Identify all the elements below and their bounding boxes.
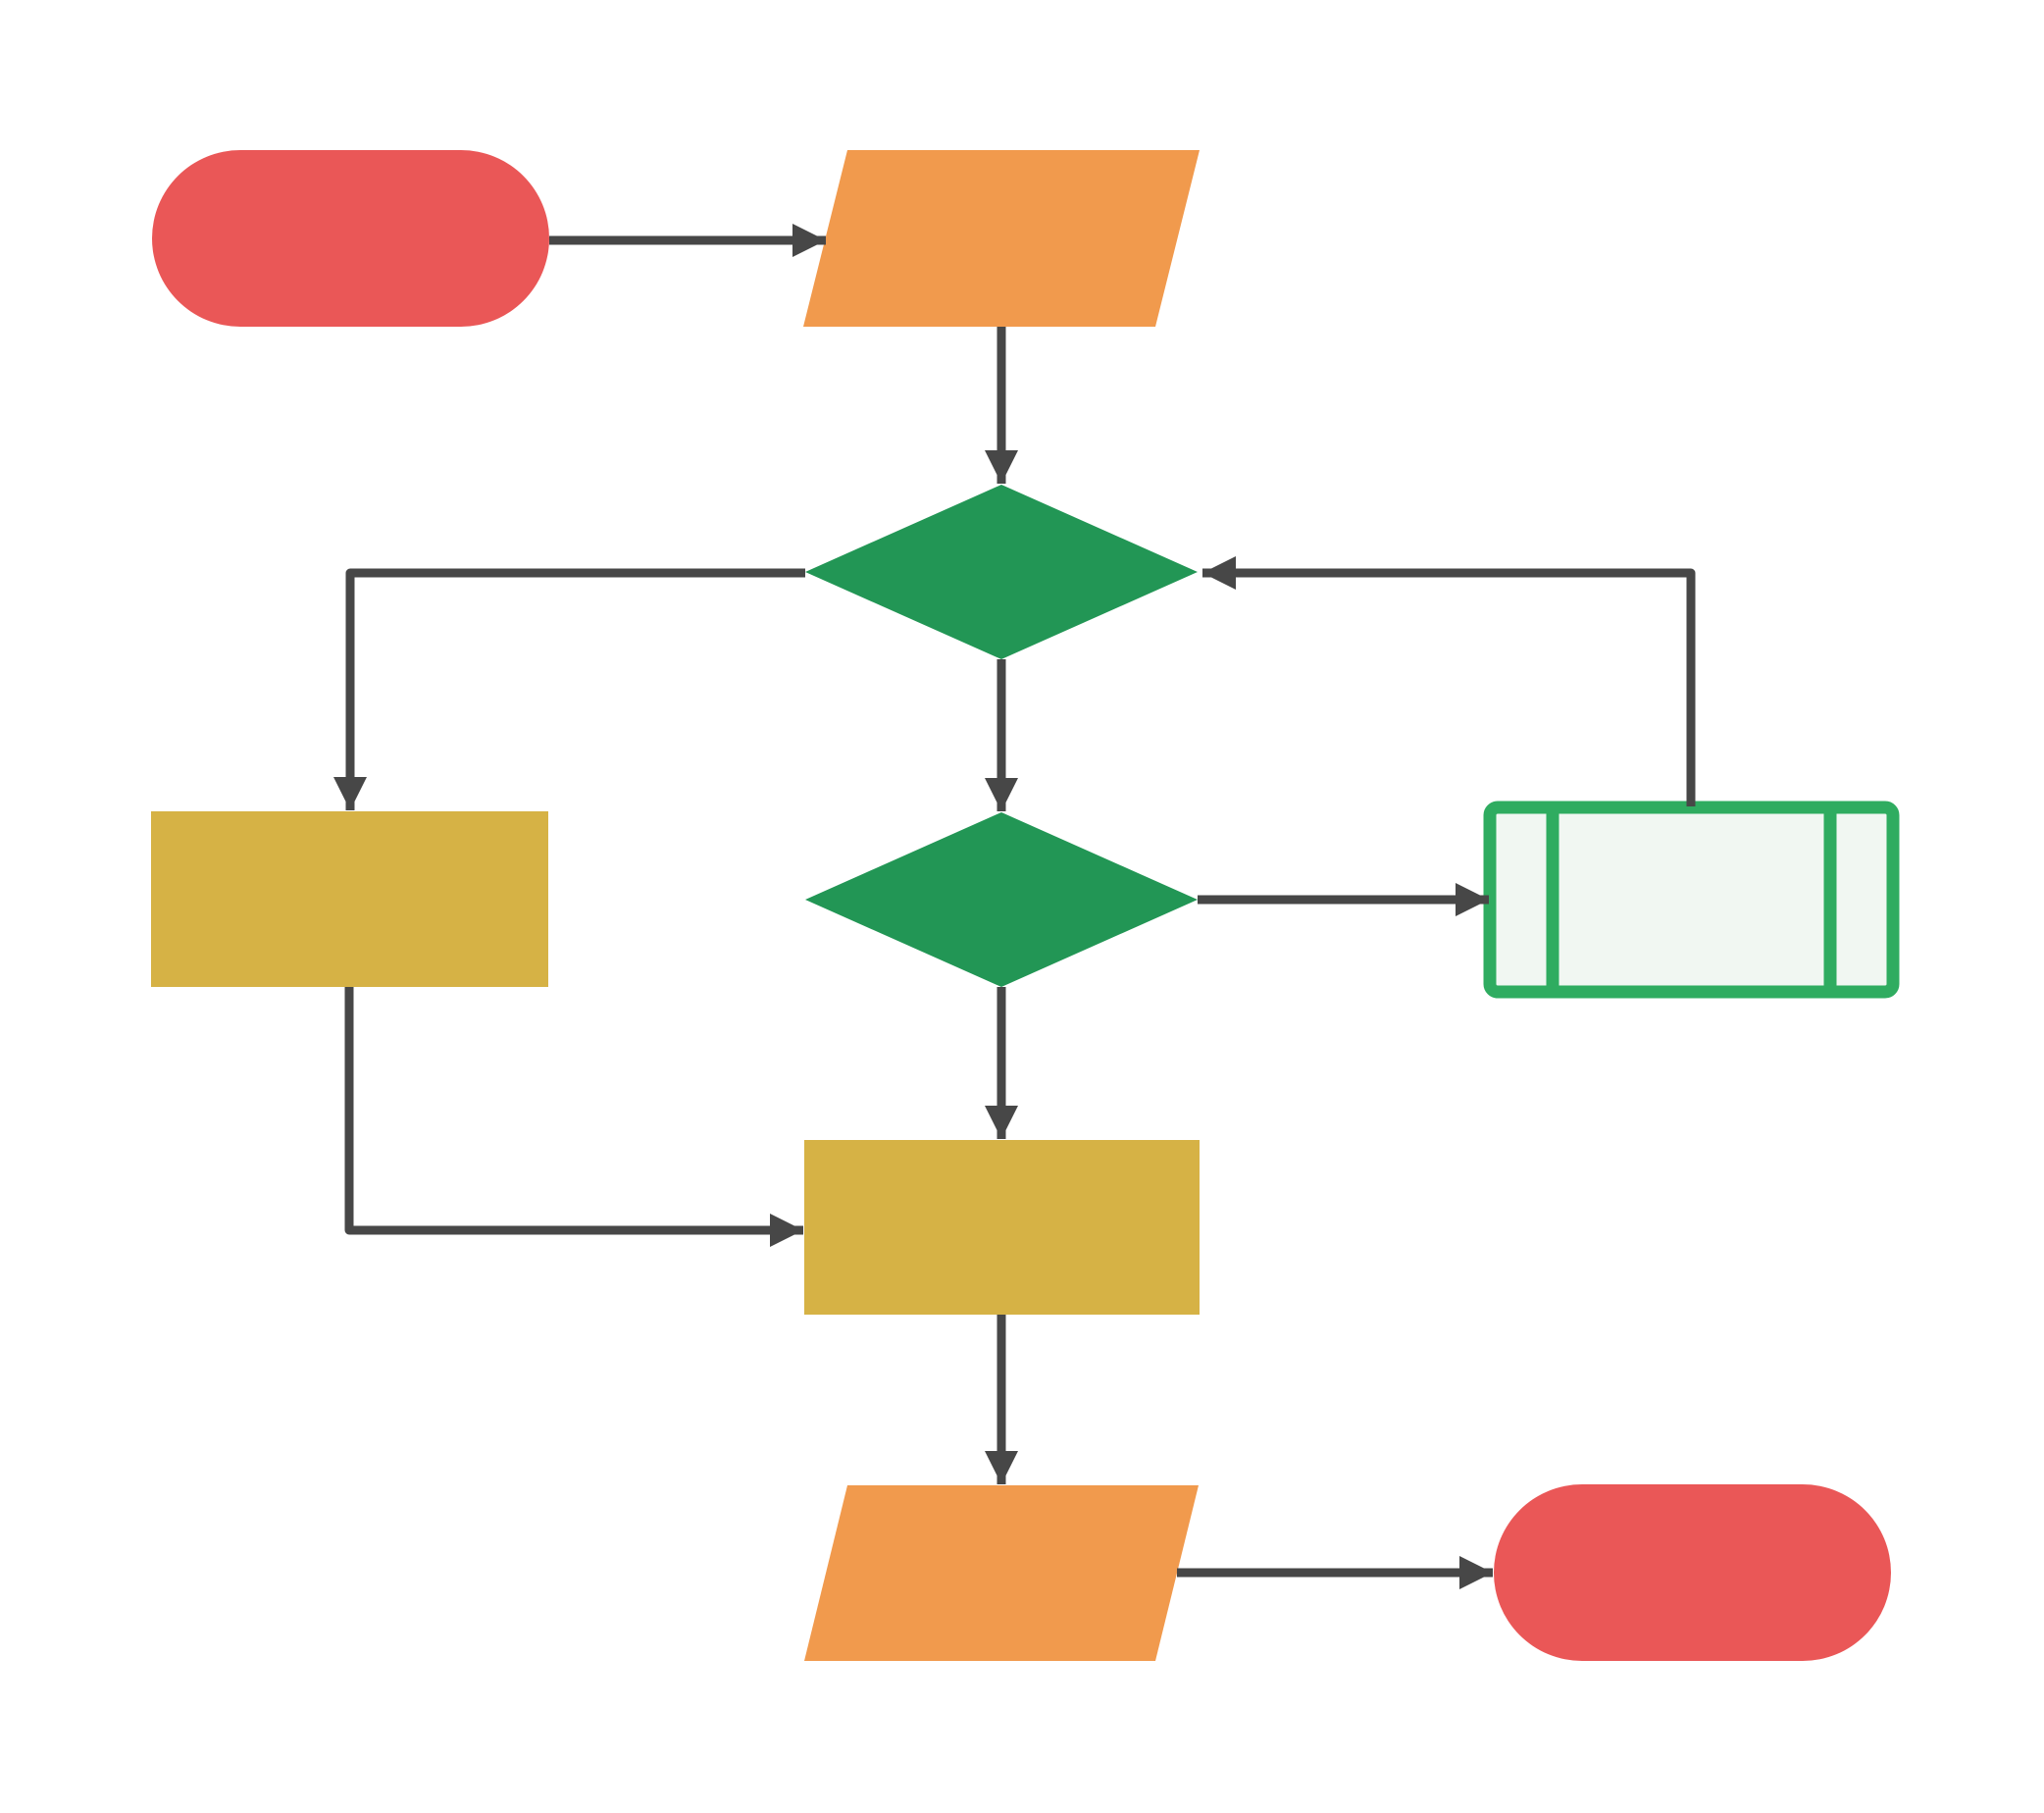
node-output-1	[804, 1485, 1199, 1661]
edge-layer	[333, 224, 1696, 1589]
connector-process-left-to-process-center	[344, 987, 803, 1247]
node-process-left	[151, 811, 548, 987]
connector-decision-1-to-process-left	[333, 568, 805, 810]
node-predefined-process	[1483, 801, 1900, 999]
connector-predefined-to-decision-1	[1202, 556, 1696, 806]
node-input-1	[803, 150, 1200, 327]
node-process-center	[804, 1140, 1200, 1315]
node-layer	[151, 150, 1900, 1661]
node-end	[1494, 1484, 1891, 1661]
node-start	[152, 150, 549, 327]
node-decision-2	[805, 812, 1198, 987]
node-decision-1	[805, 485, 1198, 659]
